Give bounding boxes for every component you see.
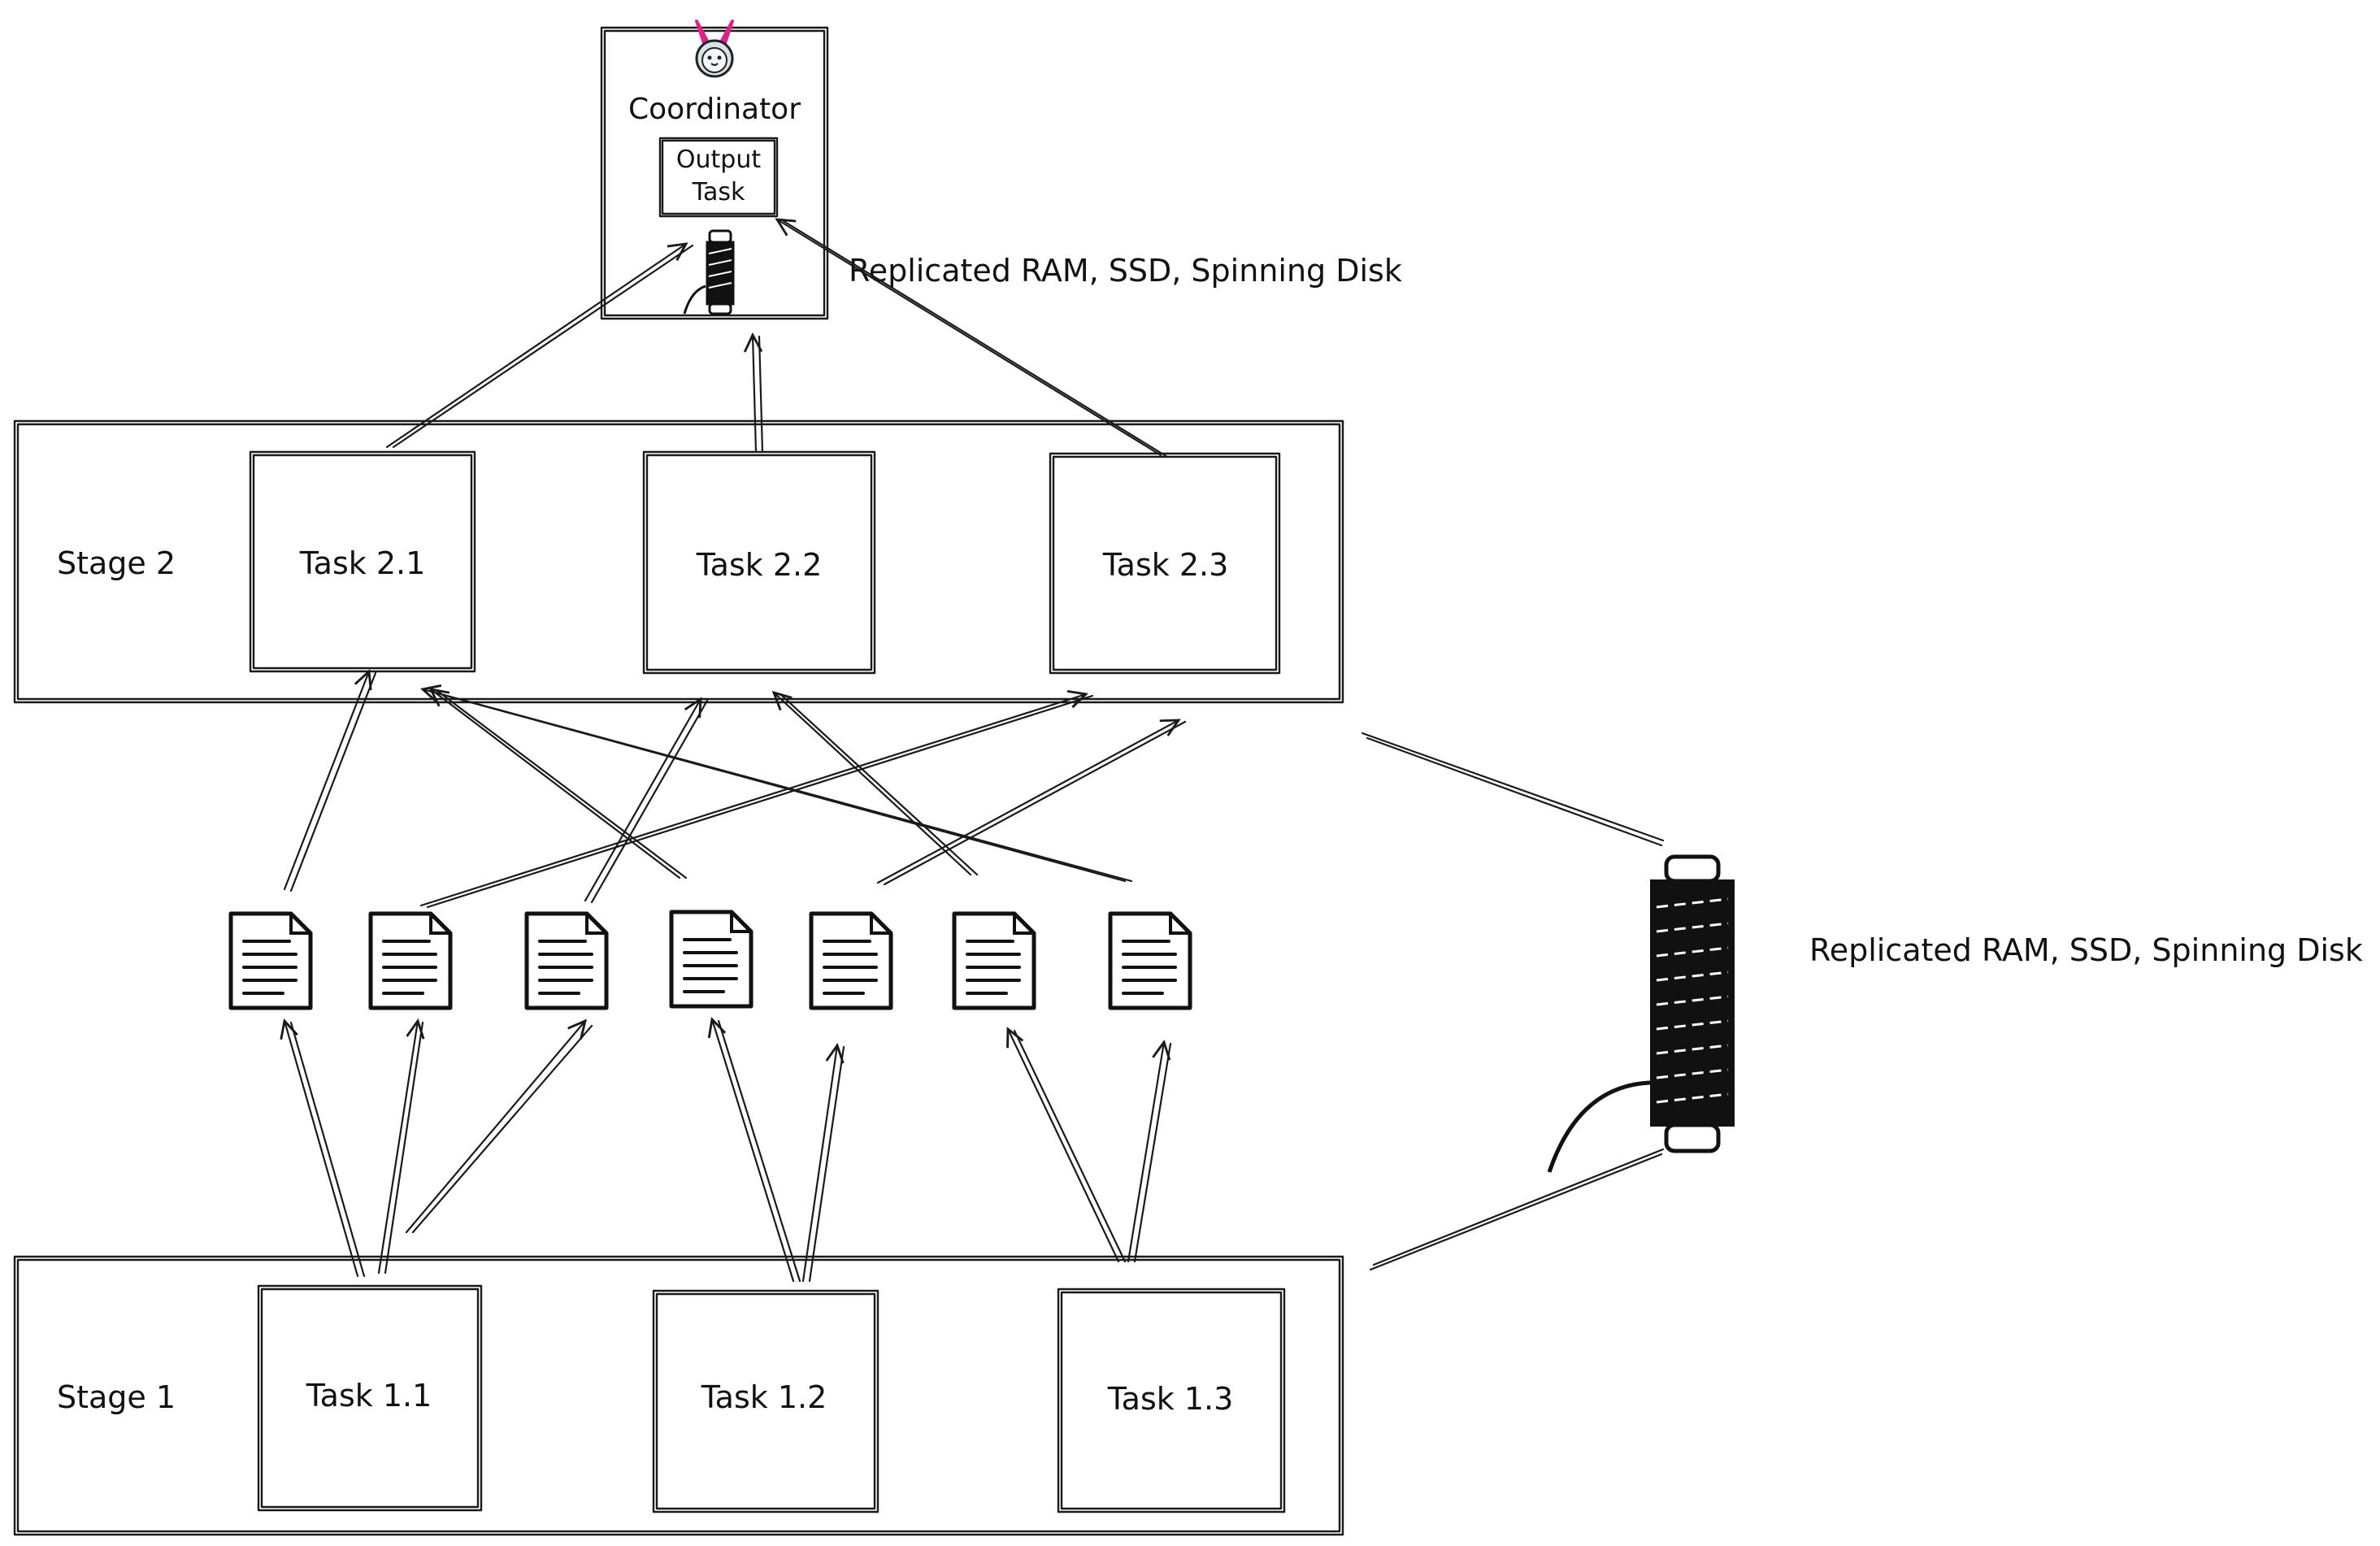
task-1-2-box	[652, 1289, 879, 1513]
task-1-3-box	[1057, 1288, 1286, 1513]
document-icon	[952, 911, 1036, 1010]
stage1-to-files-arrows	[284, 1019, 1172, 1283]
storage-label-right: Replicated RAM, SSD, Spinning Disk	[1809, 932, 2363, 968]
bunny-mascot-icon	[695, 20, 734, 78]
stage2-to-output-arrows	[385, 219, 1169, 458]
task-2-1-label: Task 2.1	[299, 545, 426, 581]
task-1-2-label: Task 1.2	[701, 1379, 827, 1415]
task-1-1-box	[257, 1284, 483, 1512]
spool-storage-icon	[1547, 854, 1735, 1173]
document-icon	[669, 910, 754, 1009]
task-1-3-label: Task 1.3	[1107, 1381, 1234, 1417]
document-icon	[228, 911, 313, 1010]
coordinator-box	[600, 26, 829, 320]
coordinator-title: Coordinator	[628, 93, 801, 126]
storage-connector-lines	[1361, 732, 1665, 1271]
output-task-label-line1: Output	[676, 145, 761, 174]
storage-label-top: Replicated RAM, SSD, Spinning Disk	[849, 253, 1402, 289]
document-icon	[1108, 911, 1192, 1010]
task-1-1-label: Task 1.1	[306, 1378, 432, 1414]
document-icon	[524, 911, 609, 1010]
files-to-stage2-arrows	[283, 671, 1187, 909]
task-2-2-box	[642, 450, 876, 675]
stage-1-container	[13, 1255, 1344, 1536]
task-2-2-label: Task 2.2	[696, 547, 823, 583]
document-icon	[809, 911, 893, 1010]
stage-1-label: Stage 1	[57, 1379, 176, 1415]
stage-2-label: Stage 2	[57, 545, 176, 581]
spool-storage-icon-small	[683, 229, 735, 315]
task-2-3-label: Task 2.3	[1102, 547, 1229, 583]
stage-2-container	[13, 419, 1344, 704]
output-task-label-line2: Task	[692, 178, 745, 206]
task-2-3-box	[1049, 452, 1281, 675]
output-task-box	[658, 137, 779, 218]
document-icon	[368, 911, 453, 1010]
